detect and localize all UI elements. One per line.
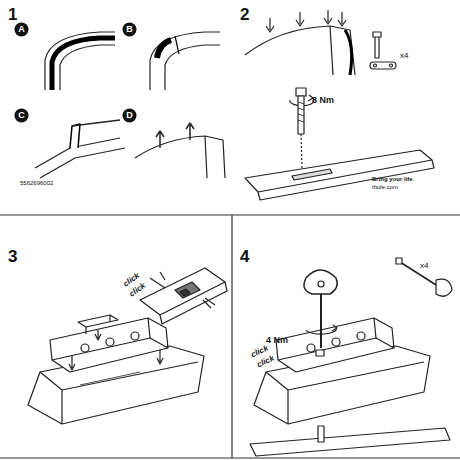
plate-icon bbox=[370, 32, 396, 69]
annotation-text: 5562696002 bbox=[20, 180, 53, 187]
step-number: 3 bbox=[8, 248, 17, 267]
key-tool bbox=[304, 270, 337, 348]
badge-circle bbox=[123, 23, 137, 37]
divider bbox=[0, 214, 460, 215]
door-sketch bbox=[150, 32, 220, 90]
tool-icon bbox=[396, 258, 452, 296]
step-letter: C bbox=[14, 108, 29, 120]
foot-assembly bbox=[254, 318, 430, 424]
step-badge: B bbox=[122, 22, 137, 37]
annotation-text: Bring your life bbox=[372, 176, 413, 183]
step-letter: D bbox=[122, 108, 137, 120]
door-sketch bbox=[45, 32, 115, 90]
divider bbox=[231, 215, 232, 458]
step-badge: A bbox=[14, 22, 29, 37]
divider bbox=[0, 457, 460, 458]
badge-circle bbox=[123, 109, 137, 123]
step-letter: B bbox=[122, 22, 137, 34]
annotation-text: 8 Nm bbox=[312, 96, 334, 106]
foot-assembly bbox=[28, 315, 204, 424]
annotation-text: x4 bbox=[400, 52, 408, 61]
door-sketch bbox=[35, 120, 125, 178]
step-number: 2 bbox=[240, 6, 249, 25]
annotation-text: x4 bbox=[420, 262, 428, 271]
clip-detail bbox=[140, 268, 227, 324]
badge-circle bbox=[15, 23, 29, 37]
badge-circle bbox=[15, 109, 29, 123]
bolt-symbol bbox=[290, 88, 314, 134]
roof-rail bbox=[245, 134, 434, 200]
annotation-text: thule.com bbox=[372, 184, 398, 191]
step-number: 4 bbox=[240, 248, 249, 267]
roof-sketch bbox=[135, 123, 225, 178]
roof-rail bbox=[250, 426, 450, 456]
step-number: 1 bbox=[8, 6, 17, 25]
step-badge: C bbox=[14, 108, 29, 123]
roof-sketch bbox=[245, 10, 355, 75]
step-badge: D bbox=[122, 108, 137, 123]
annotation-text: 4 Nm bbox=[266, 336, 288, 346]
